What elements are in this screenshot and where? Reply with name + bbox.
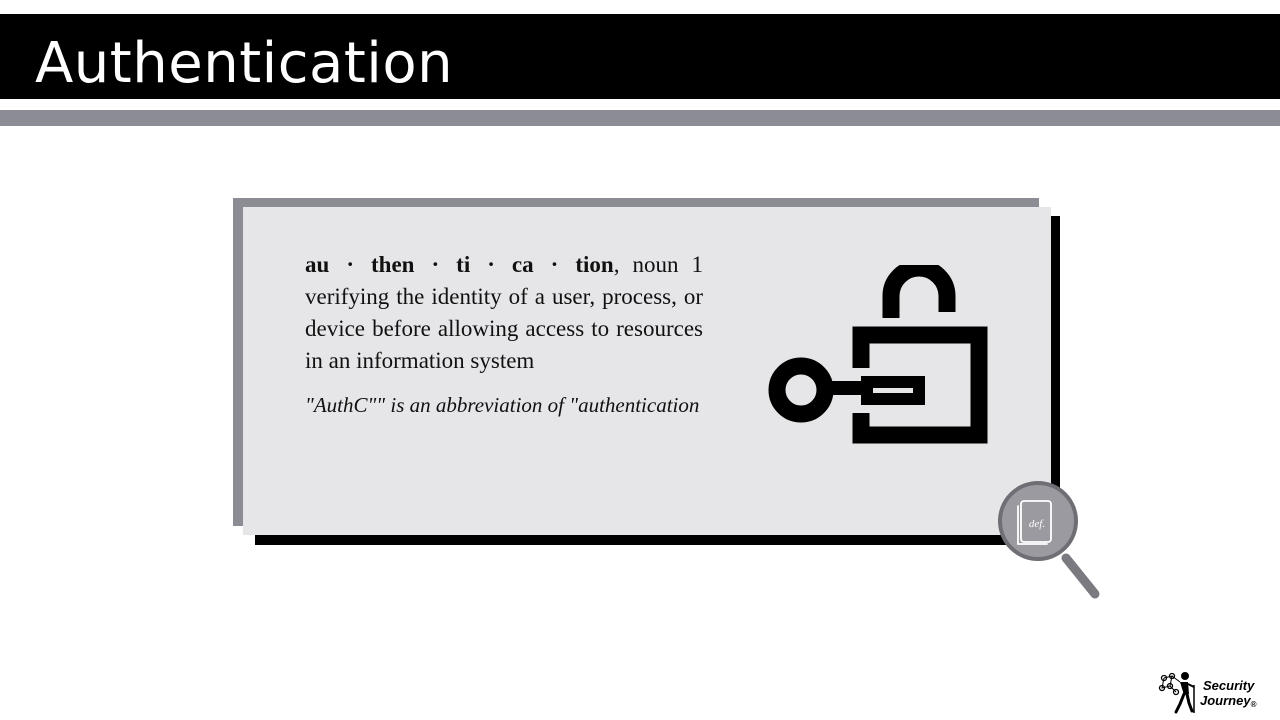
magnifying-glass-definition-book-icon: def. [998,481,1100,599]
definition-meaning: verifying the identity of a user, proces… [305,284,703,373]
title-bar: Authentication [0,14,1280,99]
definition-part-of-speech: , noun 1 [613,252,703,277]
registered-mark: ® [1250,700,1257,709]
definition-word: au · then · ti · ca · tion [305,252,614,277]
magnifier-def-label: def. [1029,518,1045,530]
hiker-figure-icon [1158,672,1195,714]
logo-text-journey: Journey® [1200,693,1257,709]
definition-card: au · then · ti · ca · tion, noun 1 verif… [243,207,1051,535]
definition-text-block: au · then · ti · ca · tion, noun 1 verif… [305,249,703,420]
security-journey-logo: Security Journey® [1158,670,1268,716]
definition-entry: au · then · ti · ca · tion, noun 1 verif… [305,249,703,377]
logo-text-security: Security [1203,678,1255,693]
slide-title: Authentication [35,31,454,96]
unlocked-padlock-with-key-icon [768,265,988,444]
title-underline-strip [0,110,1280,126]
definition-note: "AuthC"" is an abbreviation of "authenti… [305,393,700,417]
